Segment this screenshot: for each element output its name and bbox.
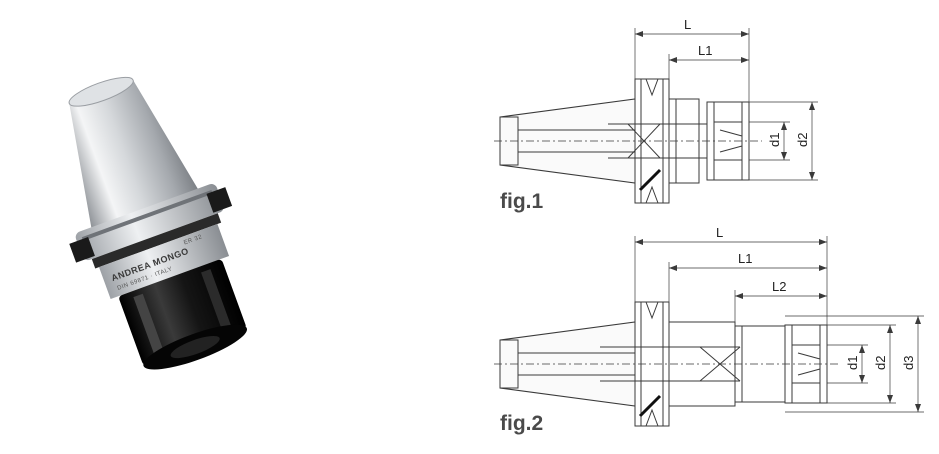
- fig2-dim-L: L: [716, 225, 723, 240]
- fig2-dim-d3: d3: [901, 356, 916, 370]
- fig2-taper: [499, 321, 636, 407]
- fig2-drawing: [494, 236, 924, 427]
- fig1-dim-L: L: [684, 17, 691, 32]
- fig1-dim-L1: L1: [698, 43, 712, 58]
- fig2-dim-d1: d1: [845, 356, 860, 370]
- taper-cone: [69, 80, 199, 230]
- fig1-label: fig.1: [500, 190, 543, 213]
- fig1-dim-d1: d1: [767, 133, 782, 147]
- fig1-taper: [499, 98, 636, 184]
- fig2-label: fig.2: [500, 412, 543, 435]
- fig1-drawing: [494, 28, 818, 204]
- fig2-dim-d2: d2: [873, 356, 888, 370]
- fig2-dim-L1: L1: [738, 251, 752, 266]
- collar: [99, 224, 230, 300]
- fig2-dim-L2: L2: [772, 279, 786, 294]
- product-photo: ANDREA MONGO DIN 69871 · ITALY ER 32: [68, 76, 248, 370]
- fig1-dim-d2: d2: [795, 133, 810, 147]
